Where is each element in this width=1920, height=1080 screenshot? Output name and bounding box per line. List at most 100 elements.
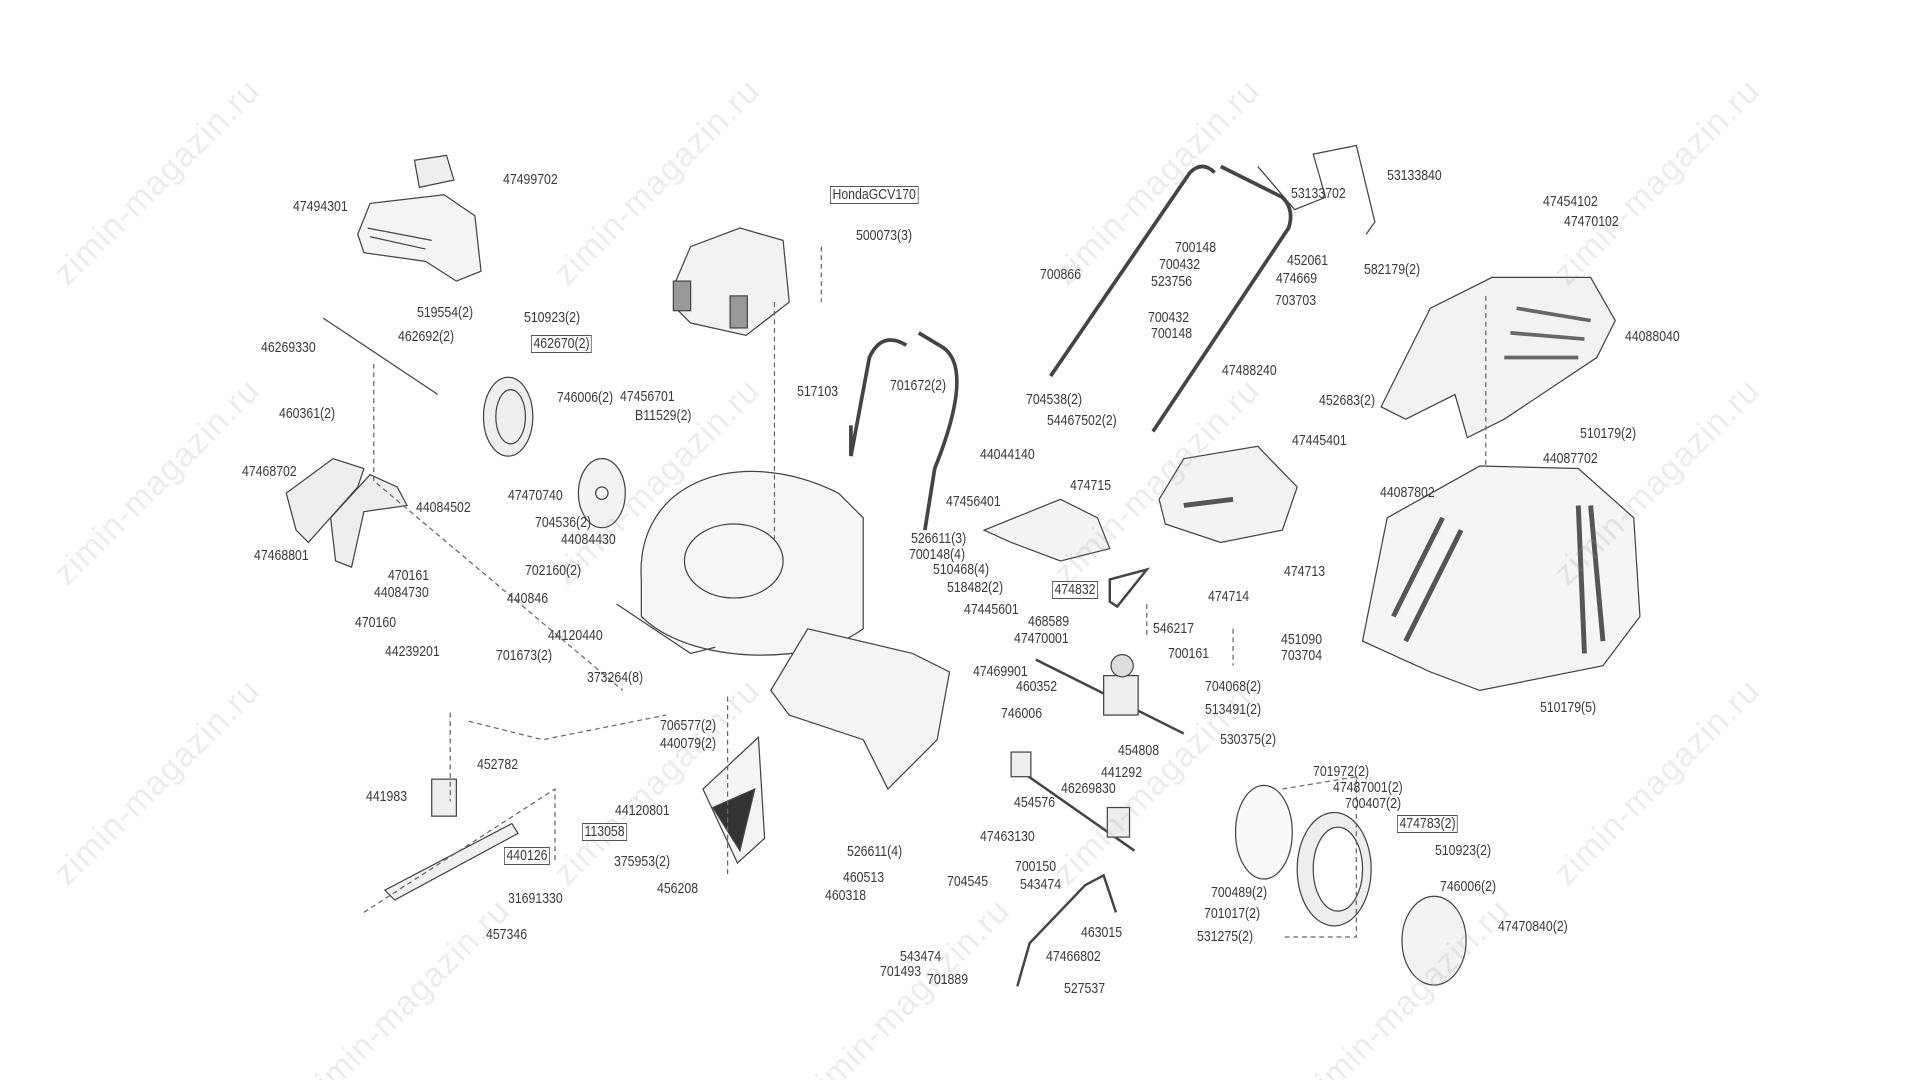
part-number-label: 518482(2) xyxy=(947,579,1004,597)
part-number-label: 474715 xyxy=(1070,476,1112,494)
part-number-label: 47488240 xyxy=(1222,362,1277,380)
front-axle xyxy=(322,317,439,396)
grass-box-top xyxy=(1380,276,1616,439)
part-number-label: 44120440 xyxy=(547,627,603,645)
part-number-label: 452683(2) xyxy=(1319,391,1376,409)
part-number-label: B11529(2) xyxy=(635,406,692,424)
part-number-label: 44088040 xyxy=(1625,327,1681,345)
rear-flap xyxy=(770,628,951,791)
part-number-label: 474714 xyxy=(1208,587,1250,605)
discharge-chute xyxy=(702,735,766,865)
part-number-label: 582179(2) xyxy=(1363,261,1420,279)
part-number-label: 452061 xyxy=(1287,252,1329,270)
part-number-label: 460352 xyxy=(1016,677,1058,695)
part-number-label: 474832 xyxy=(1051,581,1098,600)
part-number-label: 510179(2) xyxy=(1579,425,1636,443)
part-number-label: 704068(2) xyxy=(1204,677,1261,695)
part-number-label: 47466802 xyxy=(1045,947,1101,965)
part-number-label: 530375(2) xyxy=(1219,730,1276,748)
part-number-label: 47470840(2) xyxy=(1498,918,1569,936)
part-number-label: 440126 xyxy=(504,846,551,865)
part-number-label: 701673(2) xyxy=(495,647,552,665)
part-number-label: 463015 xyxy=(1081,924,1123,942)
part-number-label: 47445601 xyxy=(964,601,1020,619)
part-number-label: 451090 xyxy=(1281,631,1323,648)
part-number-label: 452782 xyxy=(477,755,519,773)
part-number-label: 531275(2) xyxy=(1197,928,1254,946)
part-number-label: 527537 xyxy=(1064,979,1106,997)
part-number-label: 440079(2) xyxy=(659,734,716,752)
part-number-label: 546217 xyxy=(1152,619,1195,637)
part-number-label: 47470740 xyxy=(508,486,563,504)
grass-box-lid xyxy=(1158,445,1298,544)
part-number-label: 47470001 xyxy=(1013,629,1069,647)
part-number-label: 47470102 xyxy=(1563,212,1619,230)
part-number-label: 44120801 xyxy=(615,802,671,820)
part-number-label: 474669 xyxy=(1276,269,1318,287)
part-number-label: HondaGCV170 xyxy=(829,185,919,204)
part-number-label: 460318 xyxy=(824,887,867,905)
part-number-label: 44044140 xyxy=(980,446,1036,464)
part-number-label: 700148(4) xyxy=(908,545,965,563)
blade-holder xyxy=(431,778,457,817)
part-number-label: 457346 xyxy=(485,925,527,943)
part-number-label: 53133702 xyxy=(1291,184,1346,202)
part-number-label: 700150 xyxy=(1014,857,1056,875)
part-number-label: 47499702 xyxy=(503,171,558,189)
part-number-label: 700432 xyxy=(1159,256,1201,274)
part-number-label: 54467502(2) xyxy=(1046,411,1117,429)
front-hubcap xyxy=(577,458,626,529)
part-number-label: 513491(2) xyxy=(1204,701,1261,719)
part-number-label: 454576 xyxy=(1013,793,1055,811)
part-number-label: 456208 xyxy=(657,880,699,898)
part-number-label: 703703 xyxy=(1275,291,1317,309)
part-number-label: 701017(2) xyxy=(1203,904,1260,922)
part-number-label: 746006(2) xyxy=(557,389,614,407)
drive-belt xyxy=(1108,567,1151,609)
part-number-label: 113058 xyxy=(582,823,628,842)
side-fenders xyxy=(285,457,409,568)
mulch-plug xyxy=(982,498,1111,562)
logo-badge xyxy=(413,154,455,189)
part-number-label: 53133840 xyxy=(1387,167,1443,185)
part-number-label: 47445401 xyxy=(1292,432,1348,450)
part-number-label: 701672(2) xyxy=(890,376,947,394)
part-number-label: 46269830 xyxy=(1060,780,1116,798)
part-number-label: 462692(2) xyxy=(398,327,455,345)
part-number-label: 702160(2) xyxy=(525,561,582,579)
engine xyxy=(672,227,790,337)
part-number-label: 47456401 xyxy=(945,492,1001,510)
front-cover xyxy=(357,194,482,282)
part-number-label: 510923(2) xyxy=(524,309,581,327)
part-number-label: 510468(4) xyxy=(933,560,990,578)
part-number-label: 519554(2) xyxy=(416,304,473,322)
part-number-label: 462670(2) xyxy=(531,334,593,353)
part-number-label: 460361(2) xyxy=(278,405,335,423)
part-number-label: 523756 xyxy=(1150,273,1192,291)
part-number-label: 460513 xyxy=(843,868,885,886)
part-number-label: 47468702 xyxy=(241,463,297,481)
part-number-label: 700161 xyxy=(1167,644,1209,662)
part-number-label: 44087802 xyxy=(1379,484,1435,502)
part-number-label: 474713 xyxy=(1283,563,1325,581)
part-number-label: 700432 xyxy=(1148,309,1190,327)
rear-hubcap xyxy=(1401,895,1467,986)
part-number-label: 47494301 xyxy=(293,198,349,216)
rear-wheel xyxy=(1296,811,1372,927)
part-number-label: 700148 xyxy=(1175,238,1217,256)
part-number-label: 44084730 xyxy=(373,584,429,602)
part-number-label: 47456701 xyxy=(620,388,676,406)
part-number-label: 700866 xyxy=(1039,265,1081,283)
grass-box xyxy=(1361,465,1641,692)
part-number-label: 44239201 xyxy=(384,643,440,661)
part-number-label: 701493 xyxy=(880,962,922,980)
part-number-label: 706577(2) xyxy=(659,717,716,735)
part-number-label: 47469901 xyxy=(972,663,1028,681)
part-number-label: 526611(3) xyxy=(911,529,967,547)
part-number-label: 510923(2) xyxy=(1435,841,1492,859)
part-number-label: 526611(4) xyxy=(847,843,903,861)
part-number-label: 46269330 xyxy=(261,338,317,356)
part-number-label: 44087702 xyxy=(1542,449,1598,467)
gearbox xyxy=(1035,654,1185,735)
